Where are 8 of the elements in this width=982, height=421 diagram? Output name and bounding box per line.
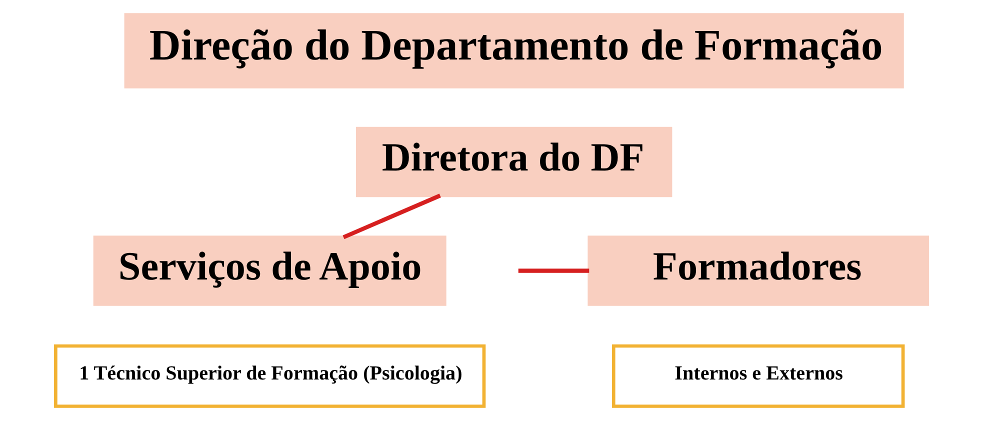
node-box: Internos e Externos [611,344,904,408]
connector [518,268,589,273]
node-box: Formadores [587,236,928,306]
connector [342,194,440,240]
node-box: Diretora do DF [356,126,672,198]
node-box: Serviços de Apoio [92,236,446,306]
node-box: Direção do Departamento de Formação [124,13,904,88]
node-box: 1 Técnico Superior de Formação (Psicologia) [54,344,486,408]
